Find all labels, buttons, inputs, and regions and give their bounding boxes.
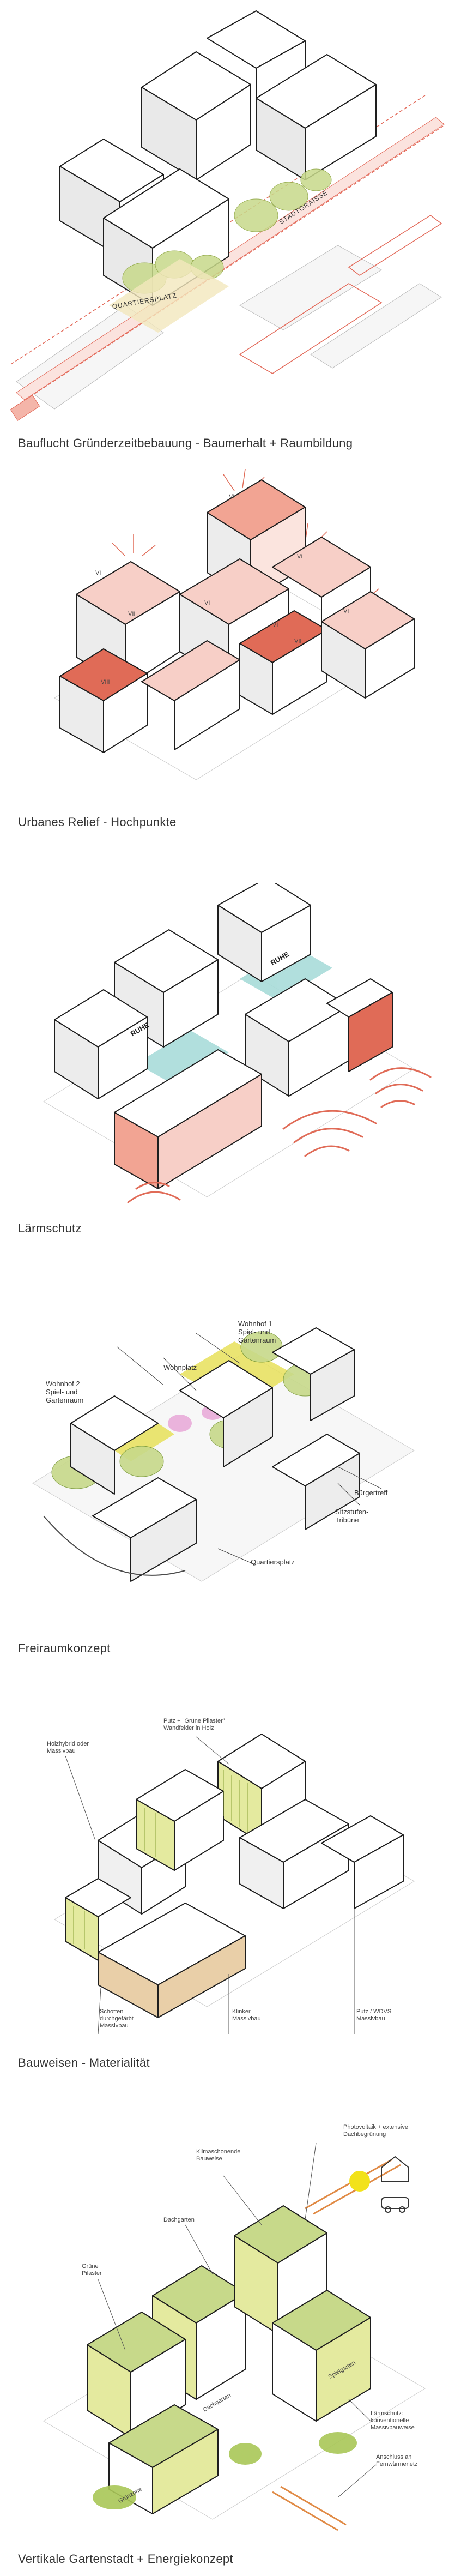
floor-tag: VI bbox=[297, 553, 302, 561]
caption-2: Urbanes Relief - Hochpunkte bbox=[18, 815, 177, 829]
label-anschluss: Anschluss an Fernwärmenetz bbox=[376, 2454, 417, 2468]
label-wohnhof-1: Wohnhof 1 Spiel- und Gartenraum bbox=[238, 1320, 276, 1344]
panel-materiality: Putz + "Grüne Pilaster" Wandfelder in Ho… bbox=[0, 1712, 455, 2050]
panel-urban-relief: VI VI VII VI VI VI VI VII VIII bbox=[0, 458, 455, 807]
diagram-materiality bbox=[0, 1712, 455, 2050]
floor-tag: VII bbox=[128, 611, 135, 618]
panel-noise: RUHE RUHE bbox=[0, 883, 455, 1216]
label-klimaschonend: Klimaschonende Bauweise bbox=[196, 2148, 240, 2163]
label-gruene-pilaster: Grüne Pilaster bbox=[82, 2263, 102, 2277]
floor-tag: VI bbox=[272, 622, 278, 629]
caption-4: Freiraumkonzept bbox=[18, 1641, 111, 1656]
diagram-energy bbox=[0, 2116, 455, 2541]
caption-6: Vertikale Gartenstadt + Energiekonzept bbox=[18, 2552, 233, 2566]
floor-tag: VI bbox=[343, 608, 349, 615]
label-sitzstufen: Sitzstufen- Tribüne bbox=[335, 1508, 368, 1524]
panel-energy: Photovoltaik + extensive Dachbegrünung K… bbox=[0, 2116, 455, 2574]
label-holzhybrid: Holzhybrid oder Massivbau bbox=[47, 1741, 89, 1755]
floor-tag: VIII bbox=[101, 679, 110, 686]
caption-5: Bauweisen - Materialität bbox=[18, 2056, 150, 2070]
floor-tag: VII bbox=[294, 638, 301, 645]
label-dachgarten: Dachgarten bbox=[163, 2217, 195, 2224]
caption-3: Lärmschutz bbox=[18, 1221, 82, 1236]
label-putz-gruen: Putz + "Grüne Pilaster" Wandfelder in Ho… bbox=[163, 1718, 225, 1732]
label-wohnhof-2: Wohnhof 2 Spiel- und Gartenraum bbox=[46, 1380, 83, 1404]
label-laermschutz: Lärmschutz: konventionelle Massivbauweis… bbox=[371, 2410, 415, 2431]
label-photovoltaik: Photovoltaik + extensive Dachbegrünung bbox=[343, 2124, 408, 2138]
label-buergertreff: Bürgertreff bbox=[354, 1489, 387, 1497]
diagram-open-space bbox=[0, 1287, 455, 1636]
diagram-urban-relief bbox=[0, 458, 455, 807]
floor-tag: VI bbox=[95, 570, 101, 577]
label-schotten: Schotten durchgefärbt Massivbau bbox=[100, 2008, 134, 2030]
label-quartiersplatz: Quartiersplatz bbox=[251, 1558, 295, 1566]
panel-building-line: STADTGRAISSE QUARTIERSPLATZ bbox=[0, 0, 455, 431]
panel-open-space: Wohnhof 1 Spiel- und Gartenraum Wohnhof … bbox=[0, 1287, 455, 1636]
diagram-building-line bbox=[0, 0, 455, 431]
diagram-noise bbox=[0, 883, 455, 1216]
floor-tag: VI bbox=[204, 600, 210, 607]
label-putz-wdvs: Putz / WDVS Massivbau bbox=[356, 2008, 391, 2023]
caption-1: Bauflucht Gründerzeitbebauung - Baumerha… bbox=[18, 436, 353, 450]
floor-tag: VI bbox=[229, 493, 234, 501]
label-wohnplatz: Wohnplatz bbox=[163, 1363, 197, 1371]
label-klinker: Klinker Massivbau bbox=[232, 2008, 261, 2023]
